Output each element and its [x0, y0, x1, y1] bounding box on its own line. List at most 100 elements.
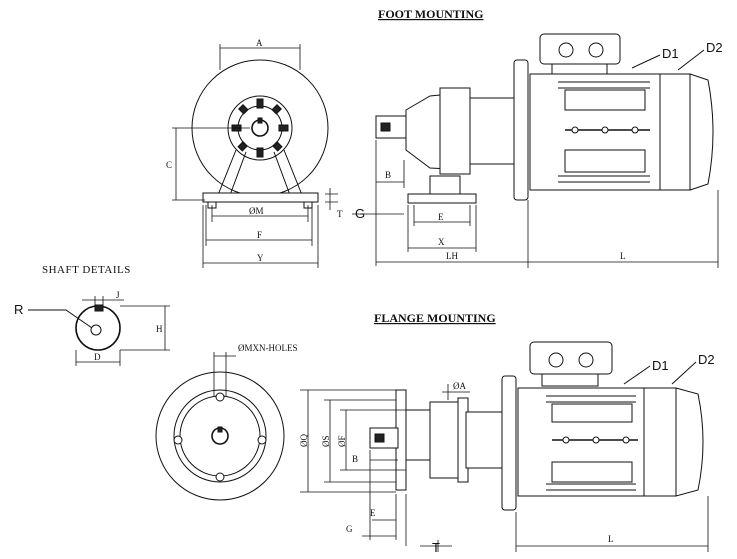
label-d2: D2 — [706, 40, 723, 55]
flange-gland-right — [578, 352, 594, 368]
label-holes: ØMXN-HOLES — [238, 343, 298, 353]
fan-cover — [689, 73, 714, 191]
adaptor — [405, 409, 431, 461]
flange-motor-flange — [501, 375, 517, 511]
leader-d2 — [677, 49, 705, 71]
gear-foot-plate — [407, 193, 477, 204]
flange-pcd-circle — [173, 389, 267, 483]
gear-foot — [429, 175, 461, 195]
dim-holes-line — [213, 352, 236, 396]
label-a-flange: ØA — [453, 381, 466, 391]
label-lh: LH — [446, 251, 458, 261]
foot-shaft-key — [380, 122, 391, 132]
motor-top-box — [564, 89, 646, 111]
label-q: ØQ — [299, 434, 309, 447]
terminal-gland-right — [588, 42, 604, 58]
flange-bolt-holes — [173, 392, 267, 482]
fan-cover-ring — [659, 73, 691, 191]
dim-j-line — [82, 296, 124, 306]
dim-s-line — [324, 399, 396, 483]
dim-d-line — [75, 350, 121, 366]
dim-q-line — [300, 389, 396, 493]
shaft-details-title: SHAFT DETAILS — [42, 264, 131, 276]
label-x: X — [438, 237, 445, 247]
label-h: H — [156, 324, 163, 334]
dim-l-line — [528, 190, 719, 268]
dim-h-line — [120, 305, 170, 351]
label-d1: D1 — [662, 46, 679, 61]
motor-flange — [513, 59, 529, 201]
flange-label-d2: D2 — [698, 352, 715, 367]
label-g: G — [355, 206, 365, 221]
shaft-detail-view: R J H D — [14, 290, 170, 366]
terminal-box-base — [551, 63, 608, 75]
dim-t-line — [325, 188, 338, 210]
label-c: C — [166, 160, 172, 170]
flange-leader-d2 — [671, 361, 697, 385]
flange-end-view: ØMXN-HOLES — [155, 343, 298, 501]
flange-motor-bolts — [562, 436, 630, 444]
dim-a-flange-line — [442, 384, 470, 400]
label-m: ØM — [249, 206, 264, 216]
flange-key — [217, 426, 223, 433]
dim-t-flange-line — [420, 540, 452, 552]
label-f: F — [257, 230, 262, 240]
foot-side-view: D1 D2 B G E X LH L — [352, 33, 723, 268]
flange-fan-ring — [643, 387, 677, 497]
bell-housing — [469, 97, 517, 165]
label-j: J — [116, 290, 120, 300]
dim-l-flange-line — [515, 496, 709, 552]
flange-motor-top-box — [551, 403, 633, 423]
gear-flange — [439, 87, 471, 175]
label-f-flange: ØF — [337, 435, 347, 447]
terminal-gland-left — [558, 42, 574, 58]
label-e-flange: E — [370, 508, 376, 518]
dim-f-line — [205, 205, 313, 246]
label-b: B — [385, 170, 391, 180]
flange-shaft-key — [374, 433, 385, 443]
motor-bolts — [571, 126, 639, 134]
motor-fins — [558, 81, 650, 183]
flange-label-d1: D1 — [652, 358, 669, 373]
dim-e-line — [413, 205, 471, 226]
dim-c-line — [172, 127, 250, 201]
flange-spigot-circle — [179, 395, 261, 477]
terminal-box — [539, 33, 621, 65]
dim-b-line — [375, 140, 405, 266]
flange-side-view: D1 D2 ØQ ØS ØF ØA B E G T L — [299, 341, 715, 555]
dim-y-line — [202, 205, 319, 268]
label-r: R — [14, 302, 23, 317]
flange-leader-d1 — [623, 365, 651, 385]
label-s: ØS — [321, 435, 331, 447]
label-g-flange: G — [346, 524, 353, 534]
dim-e-flange-line — [372, 494, 407, 546]
flange-terminal-base — [541, 373, 599, 387]
dim-lh-line — [376, 200, 529, 268]
label-l: L — [620, 251, 626, 261]
leader-r — [28, 309, 93, 329]
label-t: T — [337, 209, 343, 219]
foot-base-plate — [202, 192, 319, 203]
label-l-flange: L — [608, 534, 614, 544]
flange-mounting-title: FLANGE MOUNTING — [374, 311, 496, 325]
lantern — [465, 411, 505, 469]
foot-end-view: A C T ØM F Y — [166, 38, 343, 268]
flange-fan-cover — [675, 387, 704, 497]
label-a: A — [256, 38, 263, 48]
flange-motor-bottom-box — [551, 461, 633, 483]
shaft-keyway — [94, 304, 104, 312]
flange-motor-fins — [546, 395, 636, 491]
pedestal-legs — [217, 149, 303, 196]
label-t-flange: T — [432, 540, 440, 555]
label-y: Y — [257, 253, 264, 263]
end-view-key — [257, 117, 263, 124]
motor-bottom-box — [564, 149, 646, 173]
dim-x-line — [407, 205, 477, 252]
flange-gland-left — [548, 352, 564, 368]
dim-m-line — [211, 205, 309, 222]
shaft-centre-hole — [90, 324, 102, 336]
dim-f-flange-line — [340, 409, 406, 471]
dim-a-line — [219, 44, 301, 70]
dim-b-flange-line — [369, 450, 398, 540]
